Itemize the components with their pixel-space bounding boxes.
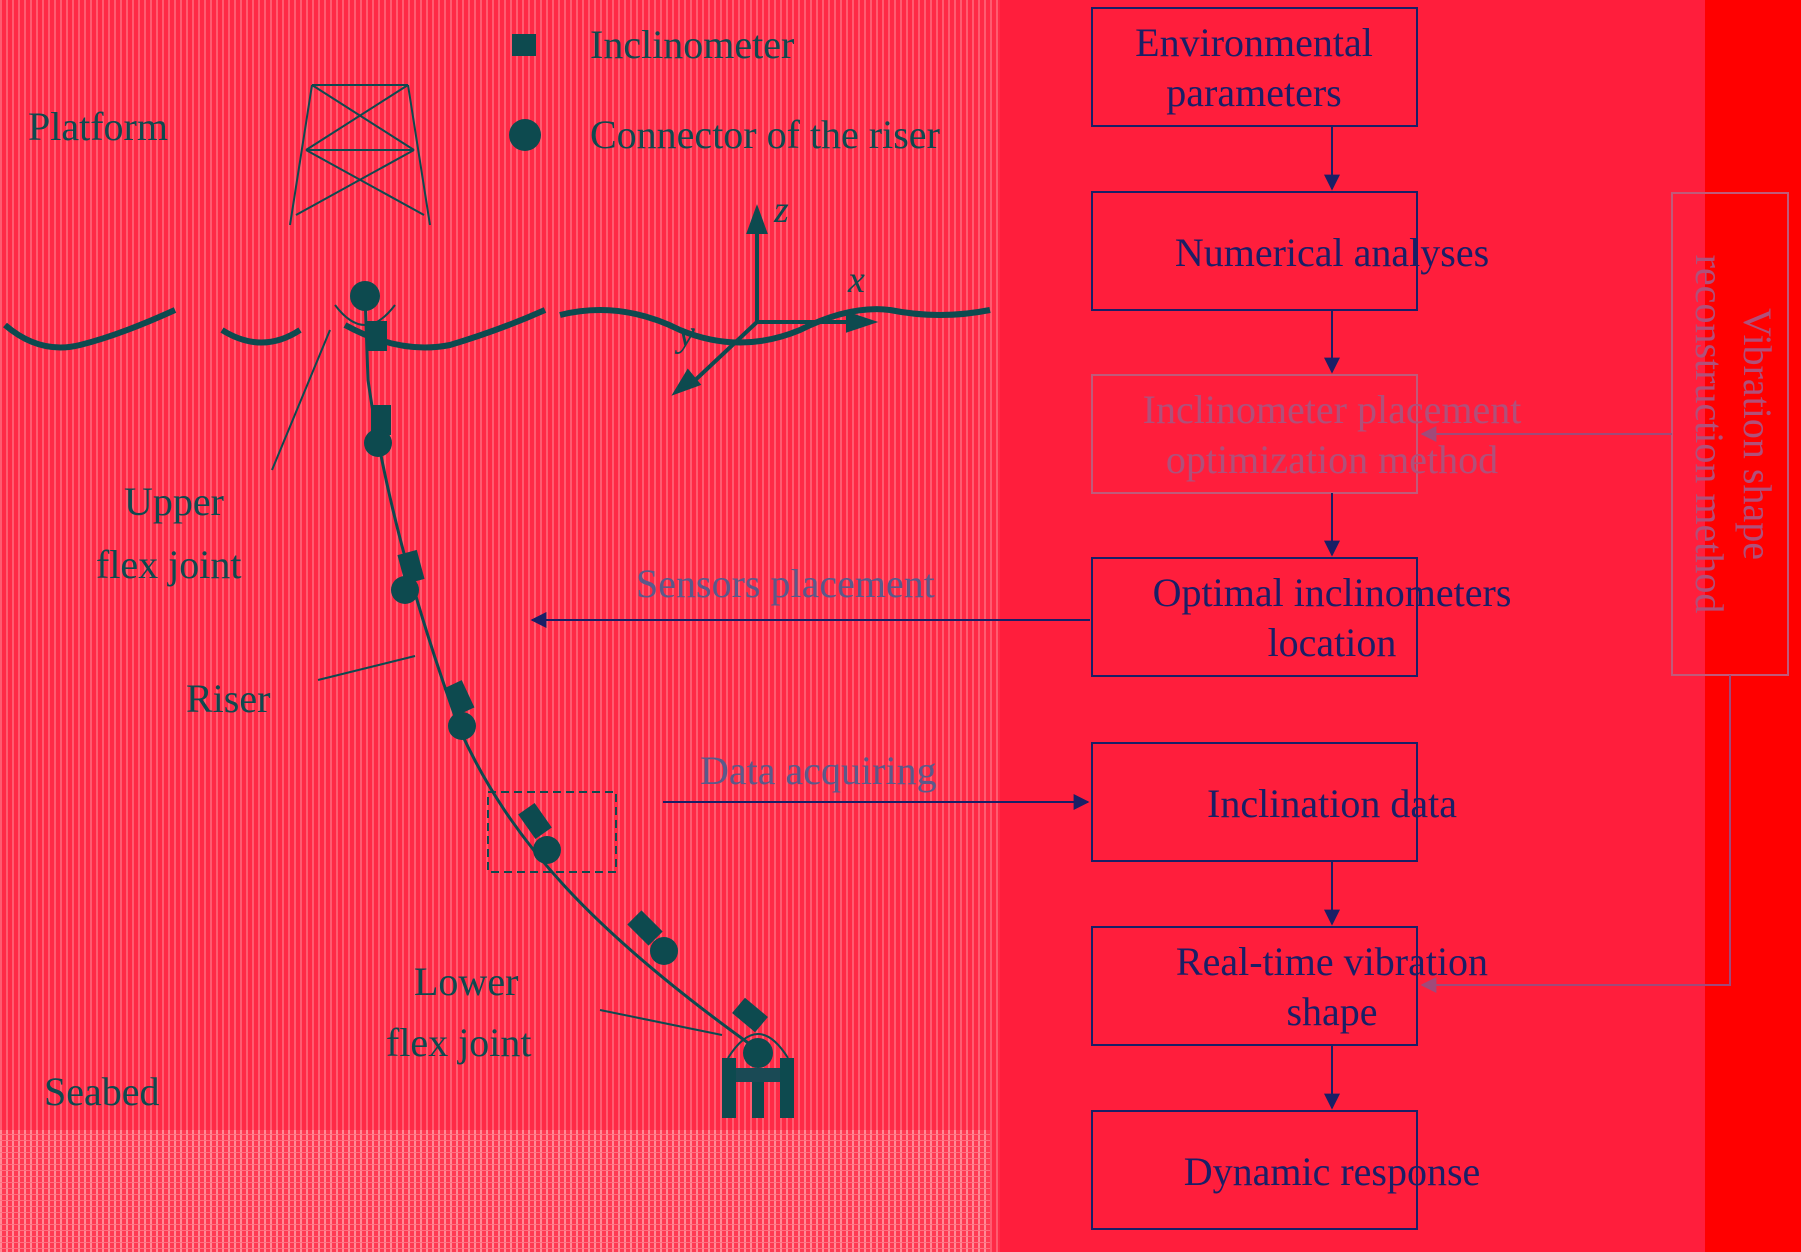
connector-marker [650, 937, 678, 965]
inclinometer-marker [397, 549, 425, 585]
svg-text:Environmental: Environmental [1135, 20, 1373, 65]
leader-lines [271, 329, 723, 1036]
svg-text:optimization method: optimization method [1166, 437, 1498, 482]
connector-marker [364, 429, 392, 457]
svg-text:Dynamic response: Dynamic response [1184, 1149, 1481, 1194]
lower-flex-joint-label-line2: flex joint [386, 1020, 532, 1065]
flow-box-inclination-data: Inclination data [1091, 742, 1457, 862]
connector-marker [350, 281, 380, 311]
lower-flex-joint-label-line1: Lower [414, 959, 518, 1004]
upper-flex-joint-label-line1: Upper [124, 479, 224, 524]
inclinometer-marker [732, 997, 768, 1033]
connector-marker [391, 576, 419, 604]
upper-flex-joint-arc [334, 304, 396, 326]
svg-text:Inclinometer placement: Inclinometer placement [1143, 387, 1522, 432]
axis-x-label: x [847, 259, 865, 301]
left-panel-background [0, 0, 1000, 1252]
connector-marker [743, 1038, 773, 1068]
legend-connector-label: Connector of the riser [590, 112, 940, 157]
legend-inclinometer-icon [512, 34, 536, 56]
inclinometer-marker [627, 910, 663, 946]
flow-box-dynamic-response: Dynamic response [1091, 1110, 1481, 1230]
legend-inclinometer-label: Inclinometer [590, 22, 794, 67]
svg-text:location: location [1268, 620, 1397, 665]
platform-label: Platform [28, 104, 168, 149]
svg-text:Real-time vibration: Real-time vibration [1176, 939, 1488, 984]
sensors-placement-label: Sensors placement [636, 561, 935, 606]
inclinometer-marker [443, 680, 475, 716]
legend-connector-icon [509, 119, 541, 151]
inclinometer-marker [371, 405, 391, 435]
flow-box-environmental-parameters: Environmental parameters [1091, 7, 1418, 127]
seabed-label: Seabed [44, 1069, 160, 1114]
axis-z-label: z [773, 189, 789, 231]
svg-text:Vibration shape: Vibration shape [1735, 308, 1780, 560]
platform-structure [289, 84, 431, 226]
coordinate-axes [671, 204, 879, 396]
axis-y-label: y [674, 313, 695, 355]
side-box-vibration-shape-reconstruction: Vibration shape reconstruction method [1671, 192, 1789, 676]
svg-text:shape: shape [1286, 989, 1377, 1034]
connector-marker [533, 836, 561, 864]
flow-box-inclinometer-placement-optimization: Inclinometer placement optimization meth… [1091, 374, 1522, 494]
middle-panel-background [1000, 0, 1705, 1252]
inclinometer-marker [367, 321, 387, 351]
connector-marker [448, 712, 476, 740]
lower-flex-joint-arc [727, 1033, 789, 1059]
svg-text:Inclination data: Inclination data [1207, 781, 1457, 826]
flow-box-numerical-analyses: Numerical analyses [1091, 191, 1489, 311]
seabed-ground [0, 1130, 990, 1252]
svg-text:Optimal inclinometers: Optimal inclinometers [1153, 570, 1512, 615]
svg-text:reconstruction method: reconstruction method [1687, 255, 1732, 614]
svg-text:parameters: parameters [1166, 70, 1341, 115]
flow-box-optimal-inclinometers-location: Optimal inclinometers location [1091, 557, 1512, 677]
wellhead [722, 1058, 794, 1118]
data-acquiring-label: Data acquiring [700, 748, 937, 793]
riser-label: Riser [186, 676, 270, 721]
svg-text:Numerical analyses: Numerical analyses [1175, 230, 1489, 275]
side-connector-arrows [1420, 426, 1731, 993]
upper-flex-joint-label-line2: flex joint [96, 542, 242, 587]
flow-box-real-time-vibration-shape: Real-time vibration shape [1091, 926, 1488, 1046]
inclinometer-marker [518, 802, 552, 840]
